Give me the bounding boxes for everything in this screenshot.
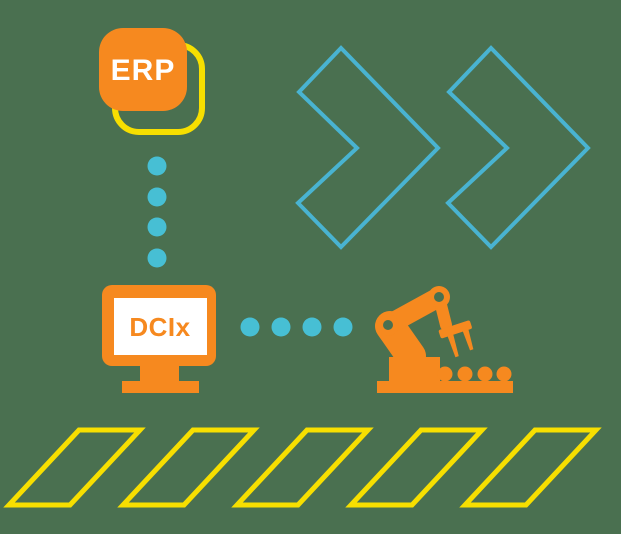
chevron-arrows (295, 45, 591, 250)
floor-stripe-icon (231, 427, 374, 508)
monitor-stand-neck (140, 366, 179, 381)
conveyor-ball (457, 366, 473, 382)
floor-stripe-icon (117, 427, 260, 508)
erp-orange-square (99, 28, 187, 111)
floor-stripes (3, 427, 602, 508)
dcix-robot-dotted-connector (240, 317, 353, 337)
gripper-finger (462, 328, 474, 351)
robot-gripper (438, 320, 474, 358)
connector-dot (147, 156, 167, 176)
erp-dcix-dotted-connector (147, 156, 167, 268)
monitor-stand-base (122, 381, 199, 393)
chevron-right-icon (295, 45, 441, 250)
connector-dot (271, 317, 291, 337)
shoulder-hole (383, 320, 393, 330)
floor-stripe-icon (3, 427, 146, 508)
conveyor-ball (437, 366, 453, 382)
chevron-right-icon (445, 45, 591, 250)
connector-dot (147, 248, 167, 268)
connector-dot (240, 317, 260, 337)
conveyor-ball (477, 366, 493, 382)
floor-stripe-icon (459, 427, 602, 508)
erp-app-icon: ERP (99, 28, 205, 135)
robot-arm-icon (375, 286, 513, 393)
gripper-crossbar (438, 320, 472, 339)
dcix-monitor-icon: DCIx (102, 285, 216, 393)
conveyor-balls (437, 366, 512, 382)
conveyor-ball (496, 366, 512, 382)
gripper-finger (447, 333, 459, 358)
connector-dot (147, 217, 167, 237)
dcix-label: DCIx (129, 312, 190, 342)
connector-dot (147, 187, 167, 207)
conveyor-bar (377, 381, 513, 393)
connector-dot (333, 317, 353, 337)
monitor-screen (114, 298, 207, 355)
floor-stripe-icon (345, 427, 488, 508)
robot-pedestal (389, 357, 440, 381)
connector-dot (302, 317, 322, 337)
erp-label: ERP (111, 54, 176, 87)
elbow-hole (434, 292, 444, 302)
